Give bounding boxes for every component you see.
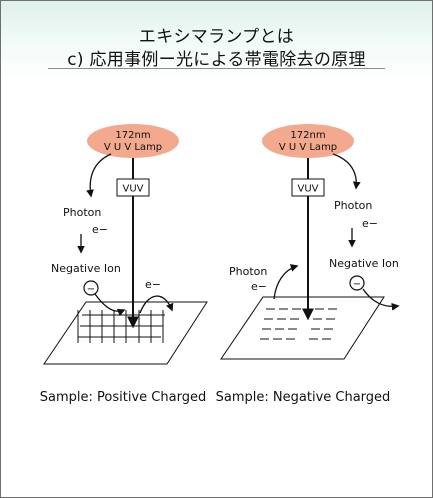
left-vuv-lamp bbox=[87, 124, 179, 158]
left-positive-charges bbox=[77, 310, 165, 343]
slide-subtitle: c) 応用事例ー光による帯電除去の原理 bbox=[67, 50, 366, 70]
right-electron-label-1: e− bbox=[362, 217, 378, 230]
right-negative-ion bbox=[349, 275, 365, 291]
left-lamp-power: 172nm bbox=[115, 130, 150, 141]
right-lamp-power: 172nm bbox=[290, 130, 325, 141]
right-electron-arrow bbox=[273, 264, 299, 300]
right-photon-label-1: Photon bbox=[334, 199, 372, 212]
right-photon-arrow bbox=[332, 153, 361, 190]
title-banner bbox=[1, 1, 432, 81]
left-caption: Sample: Positive Charged bbox=[40, 390, 206, 405]
left-vuv-label: VUV bbox=[122, 184, 143, 195]
left-panel: 172nm V U V Lamp VUV Photon e− Negative … bbox=[40, 124, 208, 405]
left-electron-label-2: e− bbox=[145, 278, 161, 291]
right-photon-label-2: Photon bbox=[229, 265, 267, 278]
slide-title: エキシマランプとは bbox=[138, 27, 295, 47]
left-electron-arrow bbox=[139, 295, 174, 314]
right-vuv-lamp bbox=[262, 124, 354, 158]
left-negative-ion-label: Negative Ion bbox=[51, 262, 121, 275]
right-ion-arrow bbox=[362, 288, 400, 311]
right-negative-ion-label: Negative Ion bbox=[329, 257, 399, 270]
right-vuv-label: VUV bbox=[297, 184, 318, 195]
right-sample-plate bbox=[220, 296, 385, 360]
right-caption: Sample: Negative Charged bbox=[216, 390, 391, 405]
right-lamp-name: V U V Lamp bbox=[279, 142, 337, 153]
right-electron-label-2: e− bbox=[251, 280, 267, 293]
left-lamp-name: V U V Lamp bbox=[104, 142, 162, 153]
left-electron-label-1: e− bbox=[92, 223, 108, 236]
right-negative-charges bbox=[260, 308, 337, 340]
left-ion-arrow bbox=[94, 293, 126, 317]
right-panel: 172nm V U V Lamp VUV Photon e− Negative … bbox=[216, 124, 400, 405]
left-photon-label: Photon bbox=[63, 206, 101, 219]
left-photon-arrow bbox=[86, 153, 112, 198]
right-ion-sign: − bbox=[353, 279, 361, 290]
left-negative-ion bbox=[83, 280, 99, 296]
title-underline bbox=[48, 68, 385, 69]
left-sample-plate bbox=[43, 301, 208, 365]
left-ion-sign: − bbox=[87, 284, 95, 295]
